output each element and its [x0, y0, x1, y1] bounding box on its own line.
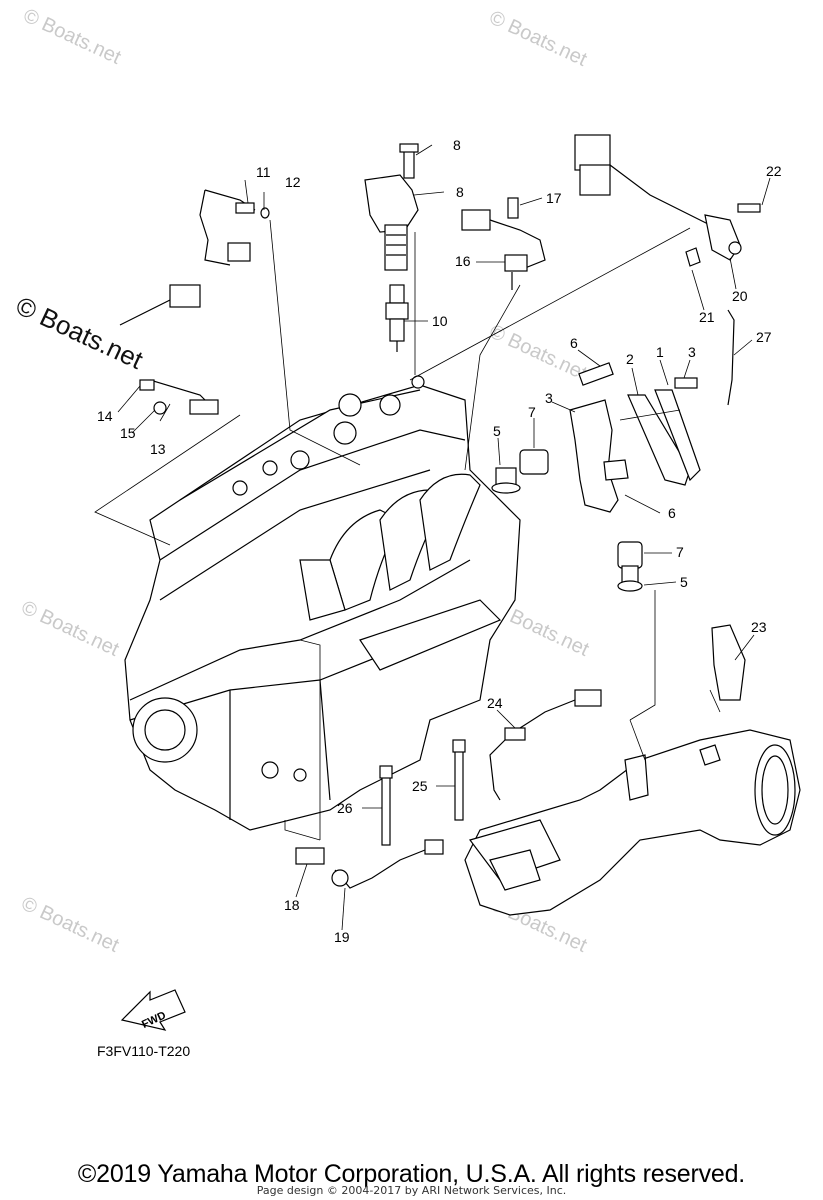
fwd-arrow: FWD: [120, 989, 186, 1031]
lower-sensors: [295, 309, 746, 889]
callout-7-top: 7: [528, 404, 536, 420]
watermark-low-left: © Boats.net: [18, 893, 123, 957]
callout-11: 11: [256, 164, 271, 180]
callout-leaders: [117, 144, 771, 931]
callout-22: 22: [766, 163, 782, 179]
callout-3: 3: [545, 390, 553, 406]
callout-15: 15: [120, 425, 136, 441]
callout-6-bottom: 6: [668, 505, 676, 521]
callout-14: 14: [97, 408, 113, 424]
callout-5-top: 5: [493, 423, 501, 439]
watermark-large: © Boats.net: [11, 290, 148, 375]
callout-17: 17: [546, 190, 562, 206]
callout-16: 16: [455, 253, 471, 269]
callout-27: 27: [756, 329, 772, 345]
callout-8: 8: [456, 184, 464, 200]
spark-plug: [385, 284, 409, 352]
callout-12: 12: [285, 174, 301, 190]
page-design-notice: Page design © 2004-2017 by ARI Network S…: [256, 1184, 567, 1197]
engine-block: [124, 375, 521, 831]
callout-labels: 8 8 10 11 12 13 14 15 16 17 22 20 21 27 …: [97, 137, 782, 945]
callout-4: 3: [688, 344, 696, 360]
callout-13: 13: [150, 441, 166, 457]
grommets: [491, 449, 643, 592]
watermark-mid-left: © Boats.net: [18, 597, 123, 661]
intake-duct: [464, 729, 801, 916]
watermark-top-left: © Boats.net: [20, 5, 125, 69]
watermark-top-right: © Boats.net: [486, 7, 591, 71]
callout-7-bottom: 7: [676, 544, 684, 560]
callout-23: 23: [751, 619, 767, 635]
ignition-coil: [364, 143, 419, 271]
callout-25: 25: [412, 778, 428, 794]
callout-20: 20: [732, 288, 748, 304]
cam-sensor: [461, 197, 546, 290]
guide-bracket: [569, 362, 701, 513]
copyright-notice: ©2019 Yamaha Motor Corporation, U.S.A. A…: [77, 1160, 746, 1188]
callout-19: 19: [334, 929, 350, 945]
callout-24: 24: [487, 695, 503, 711]
fwd-arrow-icon: [120, 989, 186, 1031]
callout-26: 26: [337, 800, 353, 816]
leader-lines: [94, 219, 721, 841]
callout-6-top: 6: [570, 335, 578, 351]
callout-1: 1: [656, 344, 664, 360]
callout-18: 18: [284, 897, 300, 913]
callout-5-bottom: 5: [680, 574, 688, 590]
temp-sensor-left: [119, 189, 270, 415]
callout-10: 10: [432, 313, 448, 329]
drawing-code: F3FV110-T220: [97, 1043, 191, 1059]
callout-21: 21: [699, 309, 715, 325]
callout-9: 8: [453, 137, 461, 153]
callout-2: 2: [626, 351, 634, 367]
knock-sensor-harness: [574, 134, 761, 267]
